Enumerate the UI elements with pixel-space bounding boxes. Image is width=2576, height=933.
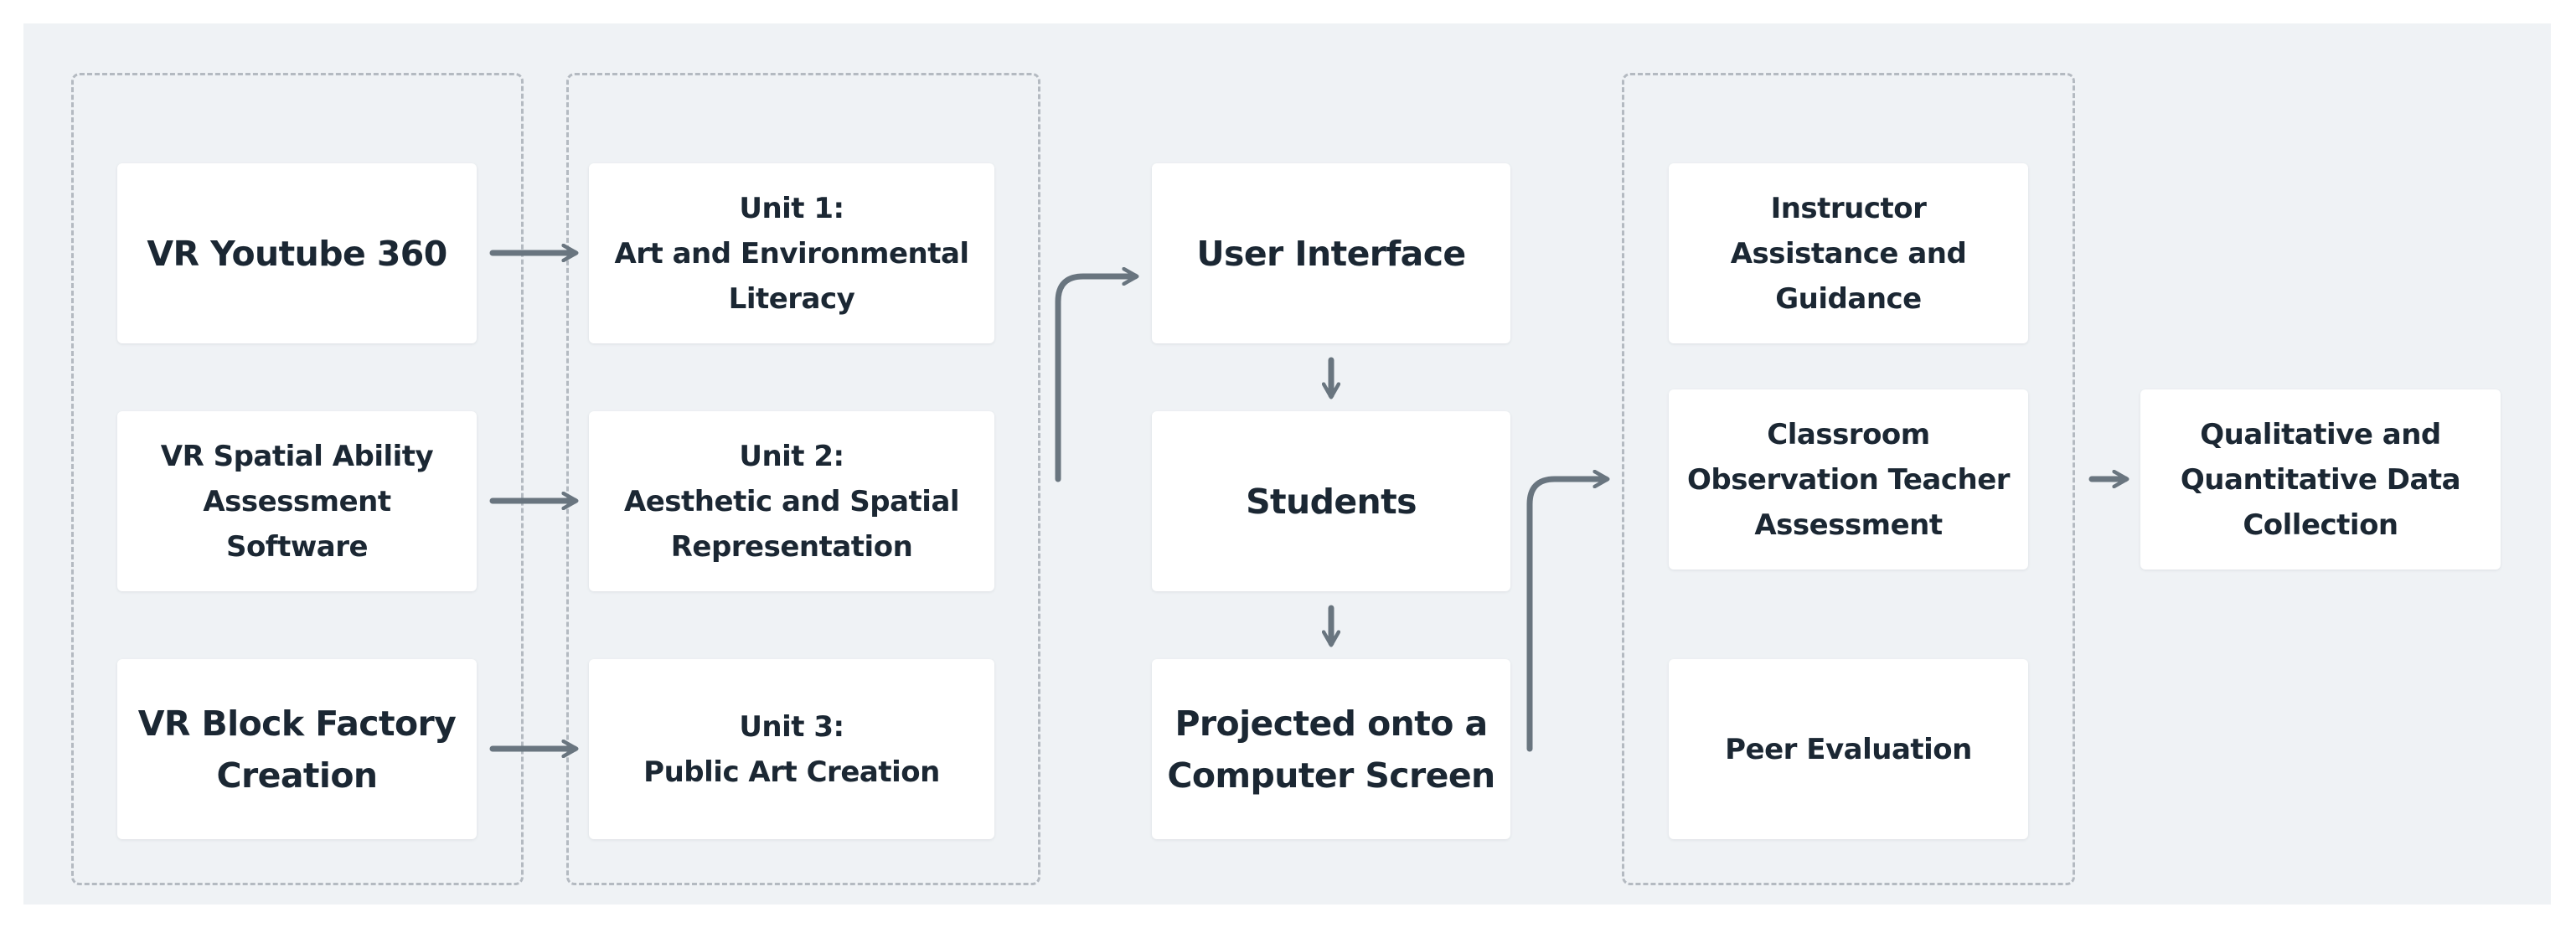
node-unit-3: Unit 3: Public Art Creation (589, 659, 994, 839)
node-vr-youtube-360: VR Youtube 360 (117, 163, 477, 343)
node-instructor-assistance: Instructor Assistance and Guidance (1669, 163, 2028, 343)
node-data-collection: Qualitative and Quantitative Data Collec… (2140, 389, 2501, 570)
edge-projected-to-evaluation (1526, 469, 1610, 752)
node-vr-spatial-ability: VR Spatial Ability Assessment Software (117, 411, 477, 591)
node-classroom-observation: Classroom Observation Teacher Assessment (1669, 389, 2028, 570)
node-peer-evaluation: Peer Evaluation (1669, 659, 2028, 839)
node-user-interface: User Interface (1152, 163, 1510, 343)
edge-units-to-ui (1055, 266, 1139, 482)
group-units (566, 73, 1040, 885)
group-evaluation (1622, 73, 2075, 885)
node-unit-1: Unit 1: Art and Environmental Literacy (589, 163, 994, 343)
node-projected-screen: Projected onto a Computer Screen (1152, 659, 1510, 839)
node-vr-block-factory: VR Block Factory Creation (117, 659, 477, 839)
node-unit-2: Unit 2: Aesthetic and Spatial Representa… (589, 411, 994, 591)
group-vr-tools (71, 73, 524, 885)
node-students: Students (1152, 411, 1510, 591)
